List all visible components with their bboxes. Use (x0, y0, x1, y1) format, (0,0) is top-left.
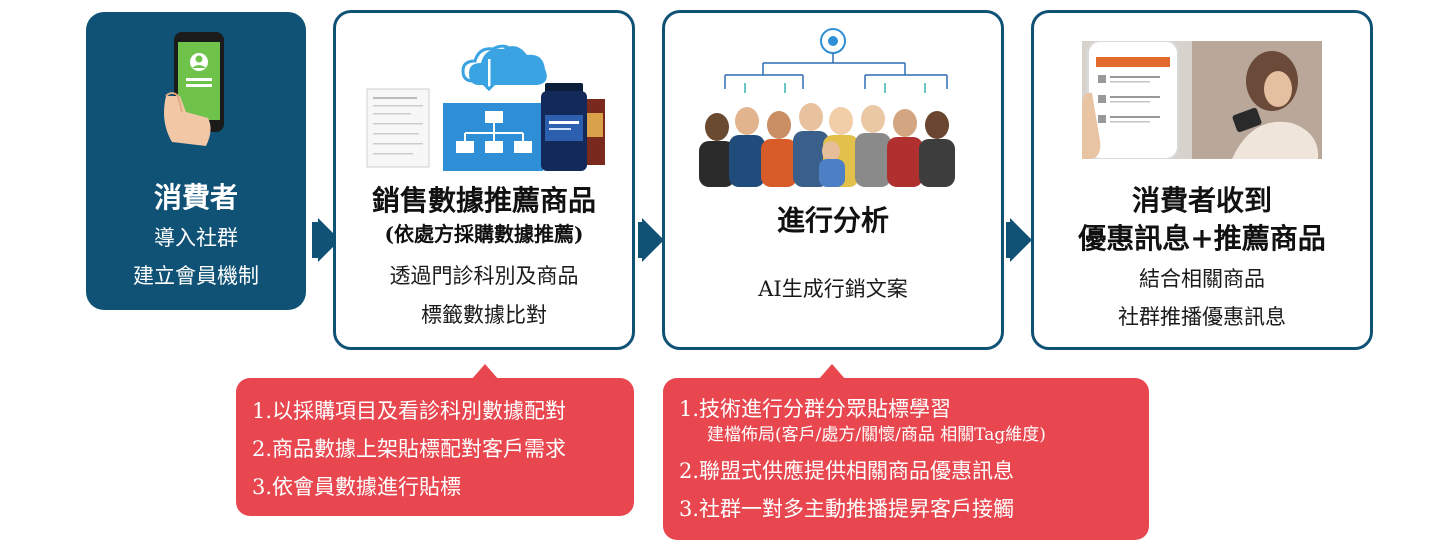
supplement-bottle-icon (541, 83, 605, 171)
step-subtitle: (依處方採購數據推薦) (384, 222, 584, 246)
step-receive-offer-card: 消費者收到 優惠訊息+推薦商品 結合相關商品 社群推播優惠訊息 (1031, 10, 1373, 350)
step-title: 優惠訊息+推薦商品 (1078, 222, 1326, 255)
step-line: 導入社群 (154, 226, 238, 250)
note-item: 1.技術進行分群分眾貼標學習 (679, 397, 952, 421)
note-item: 3.社群一對多主動推播提昇客戶接觸 (679, 497, 1015, 521)
flow-arrow-stem (312, 222, 318, 258)
callout-pointer (818, 364, 846, 380)
step-line: 透過門診科別及商品 (389, 264, 579, 288)
note-item: 1.以採購項目及看診科別數據配對 (252, 399, 567, 423)
step-line: 結合相關商品 (1139, 267, 1265, 291)
flow-arrow-stem (638, 222, 644, 258)
cloud-download-icon (461, 44, 547, 92)
step-title: 消費者收到 (1131, 184, 1272, 217)
step-analysis-card: 進行分析 AI生成行銷文案 (662, 10, 1004, 350)
callout-sales-notes: 1.以採購項目及看診科別數據配對 2.商品數據上架貼標配對客戶需求 3.依會員數… (236, 378, 634, 516)
ai-brain-icon (820, 28, 846, 54)
step-line: 建立會員機制 (133, 264, 259, 288)
callout-pointer (471, 364, 499, 380)
flow-arrow-icon (642, 218, 664, 262)
org-chart-icon (443, 103, 543, 171)
flow-arrow-icon (1010, 218, 1032, 262)
flow-arrow-stem (1006, 222, 1012, 258)
note-sub-item: 建檔佈局(客戶/處方/關懷/商品 相關Tag維度) (707, 425, 1046, 445)
callout-analysis-notes: 1.技術進行分群分眾貼標學習 建檔佈局(客戶/處方/關懷/商品 相關Tag維度)… (663, 378, 1149, 540)
step-line: 社群推播優惠訊息 (1118, 305, 1286, 329)
mobile-coupon-photo (1082, 41, 1322, 159)
note-item: 3.依會員數據進行貼標 (252, 475, 462, 499)
step-line: AI生成行銷文案 (758, 277, 908, 301)
document-icon (366, 88, 430, 168)
note-item: 2.聯盟式供應提供相關商品優惠訊息 (679, 459, 1015, 483)
smartphone-user-icon (164, 32, 224, 146)
analysis-illustration (699, 28, 955, 187)
people-group-icon (699, 103, 955, 187)
sales-data-illustration (366, 44, 605, 171)
step-title: 銷售數據推薦商品 (371, 184, 596, 217)
step-line: 標籤數據比對 (421, 303, 547, 327)
step-title: 進行分析 (776, 204, 889, 237)
step-title: 消費者 (153, 181, 238, 214)
step-sales-data-card: 銷售數據推薦商品 (依處方採購數據推薦) 透過門診科別及商品 標籤數據比對 (333, 10, 635, 350)
note-item: 2.商品數據上架貼標配對客戶需求 (252, 437, 567, 461)
step-consumer-card: 消費者 導入社群 建立會員機制 (86, 12, 306, 310)
